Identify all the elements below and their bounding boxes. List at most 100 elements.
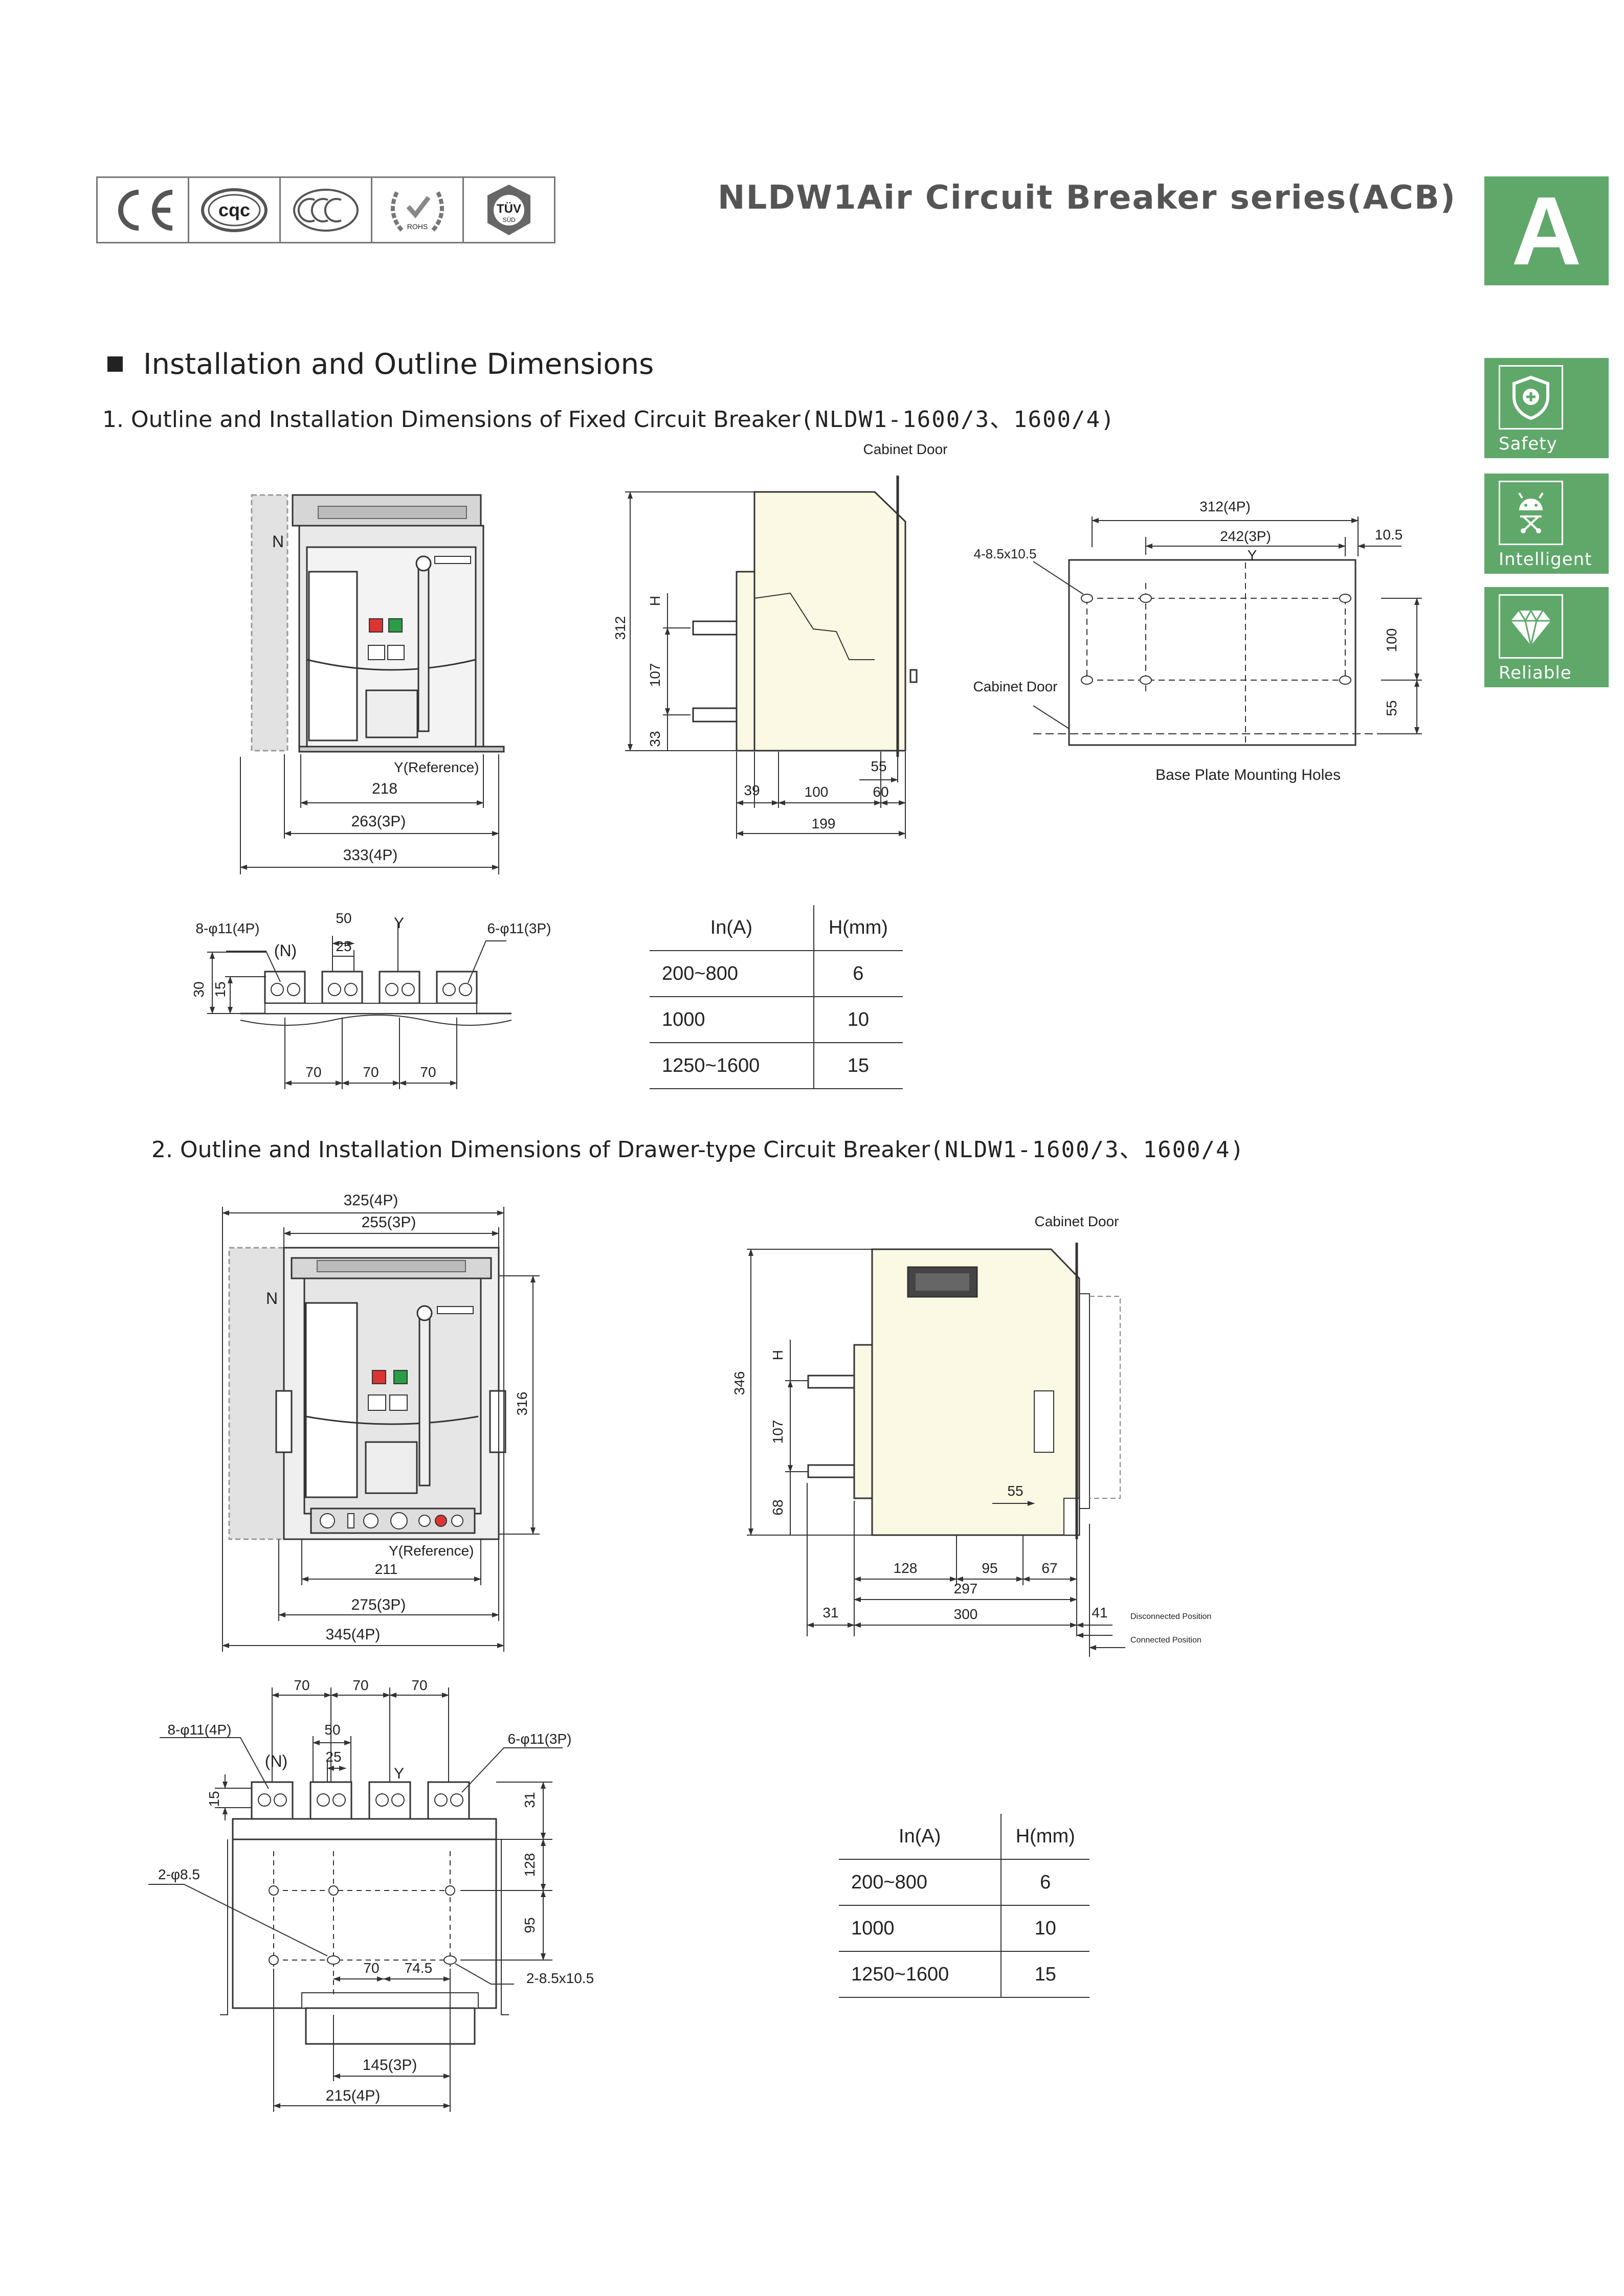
off-button-icon xyxy=(372,1370,386,1384)
dim-h: H xyxy=(647,596,663,606)
drawer-control-panel xyxy=(310,1507,476,1534)
dim-25: 25 xyxy=(325,1749,341,1765)
dim-95: 95 xyxy=(522,1917,538,1933)
dim-50: 50 xyxy=(324,1722,340,1738)
dim-67: 67 xyxy=(1041,1560,1057,1576)
svg-text:SÜD: SÜD xyxy=(502,216,516,223)
fixed-model-text: (NLDW1-1600/3、1600/4) xyxy=(800,407,1116,433)
tuv-icon: TÜV SÜD xyxy=(464,178,554,242)
side-tab-reliable: Reliable xyxy=(1484,587,1609,687)
cell-h: 15 xyxy=(1000,1951,1089,1998)
n-label: N xyxy=(266,1289,278,1308)
dim-107: 107 xyxy=(647,663,663,687)
fixed-heading-text: 1. Outline and Installation Dimensions o… xyxy=(102,407,800,433)
ce-mark-icon xyxy=(98,178,189,242)
reference-label: Y(Reference) xyxy=(389,1543,474,1559)
svg-text:ROHS: ROHS xyxy=(407,222,428,231)
dim-h: H xyxy=(770,1350,786,1360)
on-button-icon xyxy=(388,618,403,633)
dim-33: 33 xyxy=(647,731,663,747)
section-letter-tab: A xyxy=(1484,176,1609,285)
reference-label: Y(Reference) xyxy=(394,759,479,775)
holes-3p-label: 6-φ11(3P) xyxy=(507,1731,571,1747)
page-title: NLDW1Air Circuit Breaker series(ACB) xyxy=(718,179,1456,217)
slots-label: 2-8.5x10.5 xyxy=(526,1970,594,1986)
cell-h: 6 xyxy=(813,951,903,997)
dim-70: 70 xyxy=(411,1677,427,1693)
dim-31: 31 xyxy=(822,1605,838,1620)
dim-325-4p: 325(4P) xyxy=(344,1192,398,1209)
n-label: N xyxy=(272,532,284,551)
cabinet-door-label: Cabinet Door xyxy=(863,441,948,457)
mounting-holes xyxy=(1081,594,1351,685)
dim-333-4p: 333(4P) xyxy=(343,847,398,864)
cell-h: 6 xyxy=(1000,1859,1089,1906)
dim-215-4p: 215(4P) xyxy=(326,2087,381,2104)
n-pole-extension xyxy=(251,494,288,752)
drawer-heading: 2. Outline and Installation Dimensions o… xyxy=(151,1131,1245,1164)
dim-199: 199 xyxy=(812,816,836,831)
section-heading-text: Installation and Outline Dimensions xyxy=(143,348,654,381)
circuit-android-icon xyxy=(1499,481,1563,545)
dim-297: 297 xyxy=(954,1581,978,1596)
dim-300: 300 xyxy=(954,1606,978,1622)
drawer-heading-text: 2. Outline and Installation Dimensions o… xyxy=(151,1137,930,1163)
dim-10-5: 10.5 xyxy=(1375,527,1403,543)
fixed-terminal-view: 8-φ11(4P) 6-φ11(3P) (N) Y 50 25 30 15 70… xyxy=(191,910,551,1089)
cqc-icon: cqc xyxy=(189,178,281,242)
side-tab-label: Intelligent xyxy=(1499,549,1592,570)
dim-95: 95 xyxy=(982,1560,997,1576)
neutral-label: (N) xyxy=(274,941,297,960)
dim-255-3p: 255(3P) xyxy=(362,1214,416,1231)
side-tab-label: Safety xyxy=(1499,434,1558,454)
mounting-holes xyxy=(269,1885,457,1965)
dim-15: 15 xyxy=(212,981,228,997)
dim-100-base: 100 xyxy=(1384,628,1399,652)
dim-211: 211 xyxy=(375,1561,398,1577)
certification-logos: cqc ROHS TÜV SÜD xyxy=(96,176,555,243)
cell-in: 1000 xyxy=(839,1905,1002,1952)
header-h: H(mm) xyxy=(813,905,903,951)
dim-31: 31 xyxy=(522,1792,538,1808)
dim-128: 128 xyxy=(894,1560,918,1576)
dim-60: 60 xyxy=(873,784,888,800)
cell-h: 15 xyxy=(813,1043,903,1089)
y-axis-label: Y xyxy=(1248,547,1257,563)
svg-text:cqc: cqc xyxy=(218,199,250,220)
ccc-icon xyxy=(281,178,372,242)
dim-50: 50 xyxy=(336,910,351,926)
cell-in: 1000 xyxy=(650,997,814,1043)
mounting-holes-label: 4-8.5x10.5 xyxy=(974,546,1037,561)
drawer-side-view: Cabinet Door 346 H 107 68 55 128 95 67 2… xyxy=(731,1213,1211,1657)
dim-128: 128 xyxy=(522,1853,538,1877)
cell-in: 200~800 xyxy=(839,1859,1002,1906)
bullet-square-icon xyxy=(107,356,123,372)
cell-in: 200~800 xyxy=(650,951,814,997)
header-in: In(A) xyxy=(650,905,814,951)
dim-275-3p: 275(3P) xyxy=(351,1596,406,1613)
fixed-side-view: Cabinet Door 312 H 107 33 39 100 55 60 1… xyxy=(612,441,947,839)
drawer-terminal-view: 70 70 70 50 25 (N) Y 8-φ11(4P) 6-φ11(3P)… xyxy=(148,1677,594,2112)
cabinet-door-label: Cabinet Door xyxy=(1035,1213,1119,1229)
cell-in: 1250~1600 xyxy=(650,1043,814,1089)
y-axis-label: Y xyxy=(394,1765,404,1782)
cell-in: 1250~1600 xyxy=(839,1951,1002,1998)
fixed-front-view: N Y(Reference) 218 263(3P) 333(4P) xyxy=(240,494,505,874)
dim-70: 70 xyxy=(420,1064,436,1080)
table-header-row: In(A) H(mm) xyxy=(650,905,903,951)
connected-position-label: Connected Position xyxy=(1130,1636,1202,1645)
rohs-icon: ROHS xyxy=(372,178,464,242)
dim-39: 39 xyxy=(744,782,760,798)
dim-74-5: 74.5 xyxy=(405,1960,433,1976)
off-button-icon xyxy=(369,618,383,633)
cabinet-door-label: Cabinet Door xyxy=(973,679,1058,694)
dim-25: 25 xyxy=(336,938,351,954)
